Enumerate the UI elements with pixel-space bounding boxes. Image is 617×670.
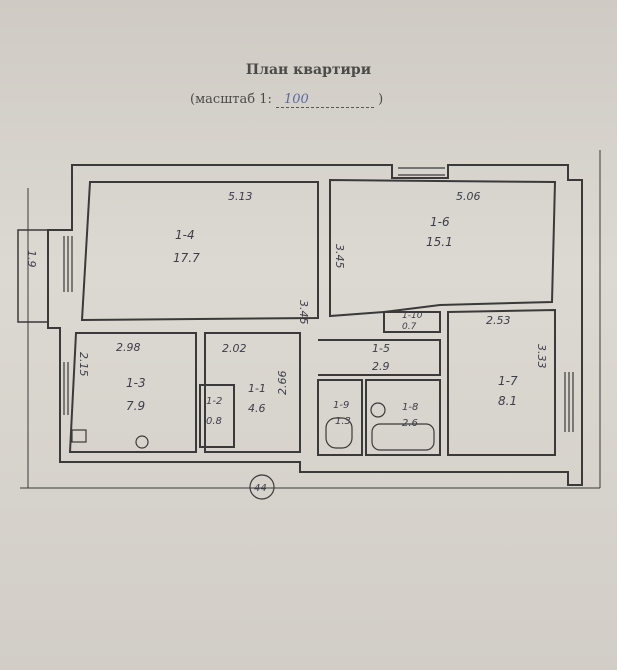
scale-line: (масштаб 1: 100 ) xyxy=(190,92,383,108)
room-labels: 1-4 17.7 1-6 15.1 1-3 7.9 1-1 4.6 1-2 0.… xyxy=(126,215,518,429)
dimension-labels: 5.13 5.06 3.45 3.45 2.98 2.02 2.66 2.53 … xyxy=(25,190,548,395)
room-1-1-id: 1-1 xyxy=(248,382,266,395)
scale-value: 100 xyxy=(276,92,374,108)
dim-label: 2.53 xyxy=(486,314,511,327)
dim-label: 3.45 xyxy=(297,300,310,325)
wall-room-1-10 xyxy=(383,311,441,333)
window-west-upper xyxy=(63,236,73,292)
washbasin-icon xyxy=(370,402,386,418)
room-1-7-area: 8.1 xyxy=(498,394,517,408)
room-1-7-id: 1-7 xyxy=(498,374,518,388)
window-west-lower xyxy=(59,362,69,415)
room-1-6-id: 1-6 xyxy=(430,215,450,229)
stamp-number: 44 xyxy=(254,483,267,494)
stove-icon xyxy=(71,429,87,443)
window-north xyxy=(398,167,445,176)
dim-label: 5.13 xyxy=(228,190,253,203)
stamp-circle xyxy=(249,474,275,500)
wall-room-1-4 xyxy=(80,181,319,322)
scale-suffix: ) xyxy=(378,92,384,107)
room-1-5-area: 2.9 xyxy=(372,360,390,373)
dim-label: 1.9 xyxy=(25,250,38,268)
windows xyxy=(59,167,574,432)
dim-label: 2.98 xyxy=(116,341,141,354)
dim-label: 2.15 xyxy=(77,352,90,377)
window-east xyxy=(564,372,574,432)
wall-room-1-9 xyxy=(317,379,363,456)
fixtures xyxy=(71,402,435,451)
dim-label: 2.66 xyxy=(276,371,289,396)
scale-prefix: (масштаб 1: xyxy=(190,92,272,107)
wall-room-1-2 xyxy=(199,384,235,448)
room-1-9-id: 1-9 xyxy=(333,400,349,411)
dim-label: 2.02 xyxy=(222,342,247,355)
room-1-2-area: 0.8 xyxy=(206,416,222,427)
outer-wall xyxy=(47,164,583,486)
room-1-4-id: 1-4 xyxy=(175,228,195,242)
dim-label: 3.33 xyxy=(535,344,548,369)
plan-title: План квартири xyxy=(245,62,372,78)
room-1-2-id: 1-2 xyxy=(206,396,222,407)
wall-room-1-8 xyxy=(365,379,441,456)
room-1-4-area: 17.7 xyxy=(173,251,200,265)
wall-room-1-3 xyxy=(68,332,197,453)
wall-room-1-7 xyxy=(447,308,556,456)
walls xyxy=(17,164,583,486)
room-1-6-area: 15.1 xyxy=(426,235,453,249)
toilet-icon xyxy=(325,417,353,449)
room-1-10-area: 0.7 xyxy=(402,322,417,332)
room-1-5-id: 1-5 xyxy=(372,342,390,355)
dim-label: 3.45 xyxy=(333,244,346,269)
room-1-8-area: 2.6 xyxy=(402,418,418,429)
room-1-1-area: 4.6 xyxy=(248,402,266,415)
outer-dimension-line xyxy=(20,150,601,489)
wall-room-1-1 xyxy=(204,332,301,453)
room-1-3-id: 1-3 xyxy=(126,376,146,390)
sink-icon xyxy=(135,435,149,449)
wall-room-1-5 xyxy=(318,339,441,376)
room-1-8-id: 1-8 xyxy=(402,402,418,413)
room-1-3-area: 7.9 xyxy=(126,399,145,413)
dim-label: 5.06 xyxy=(456,190,481,203)
wall-room-1-6 xyxy=(329,178,557,318)
room-1-9-area: 1.3 xyxy=(335,416,351,427)
bathtub-icon xyxy=(371,423,435,451)
room-1-10-id: 1-10 xyxy=(402,311,423,321)
balcony xyxy=(17,229,49,323)
dimension-lines xyxy=(20,150,601,489)
